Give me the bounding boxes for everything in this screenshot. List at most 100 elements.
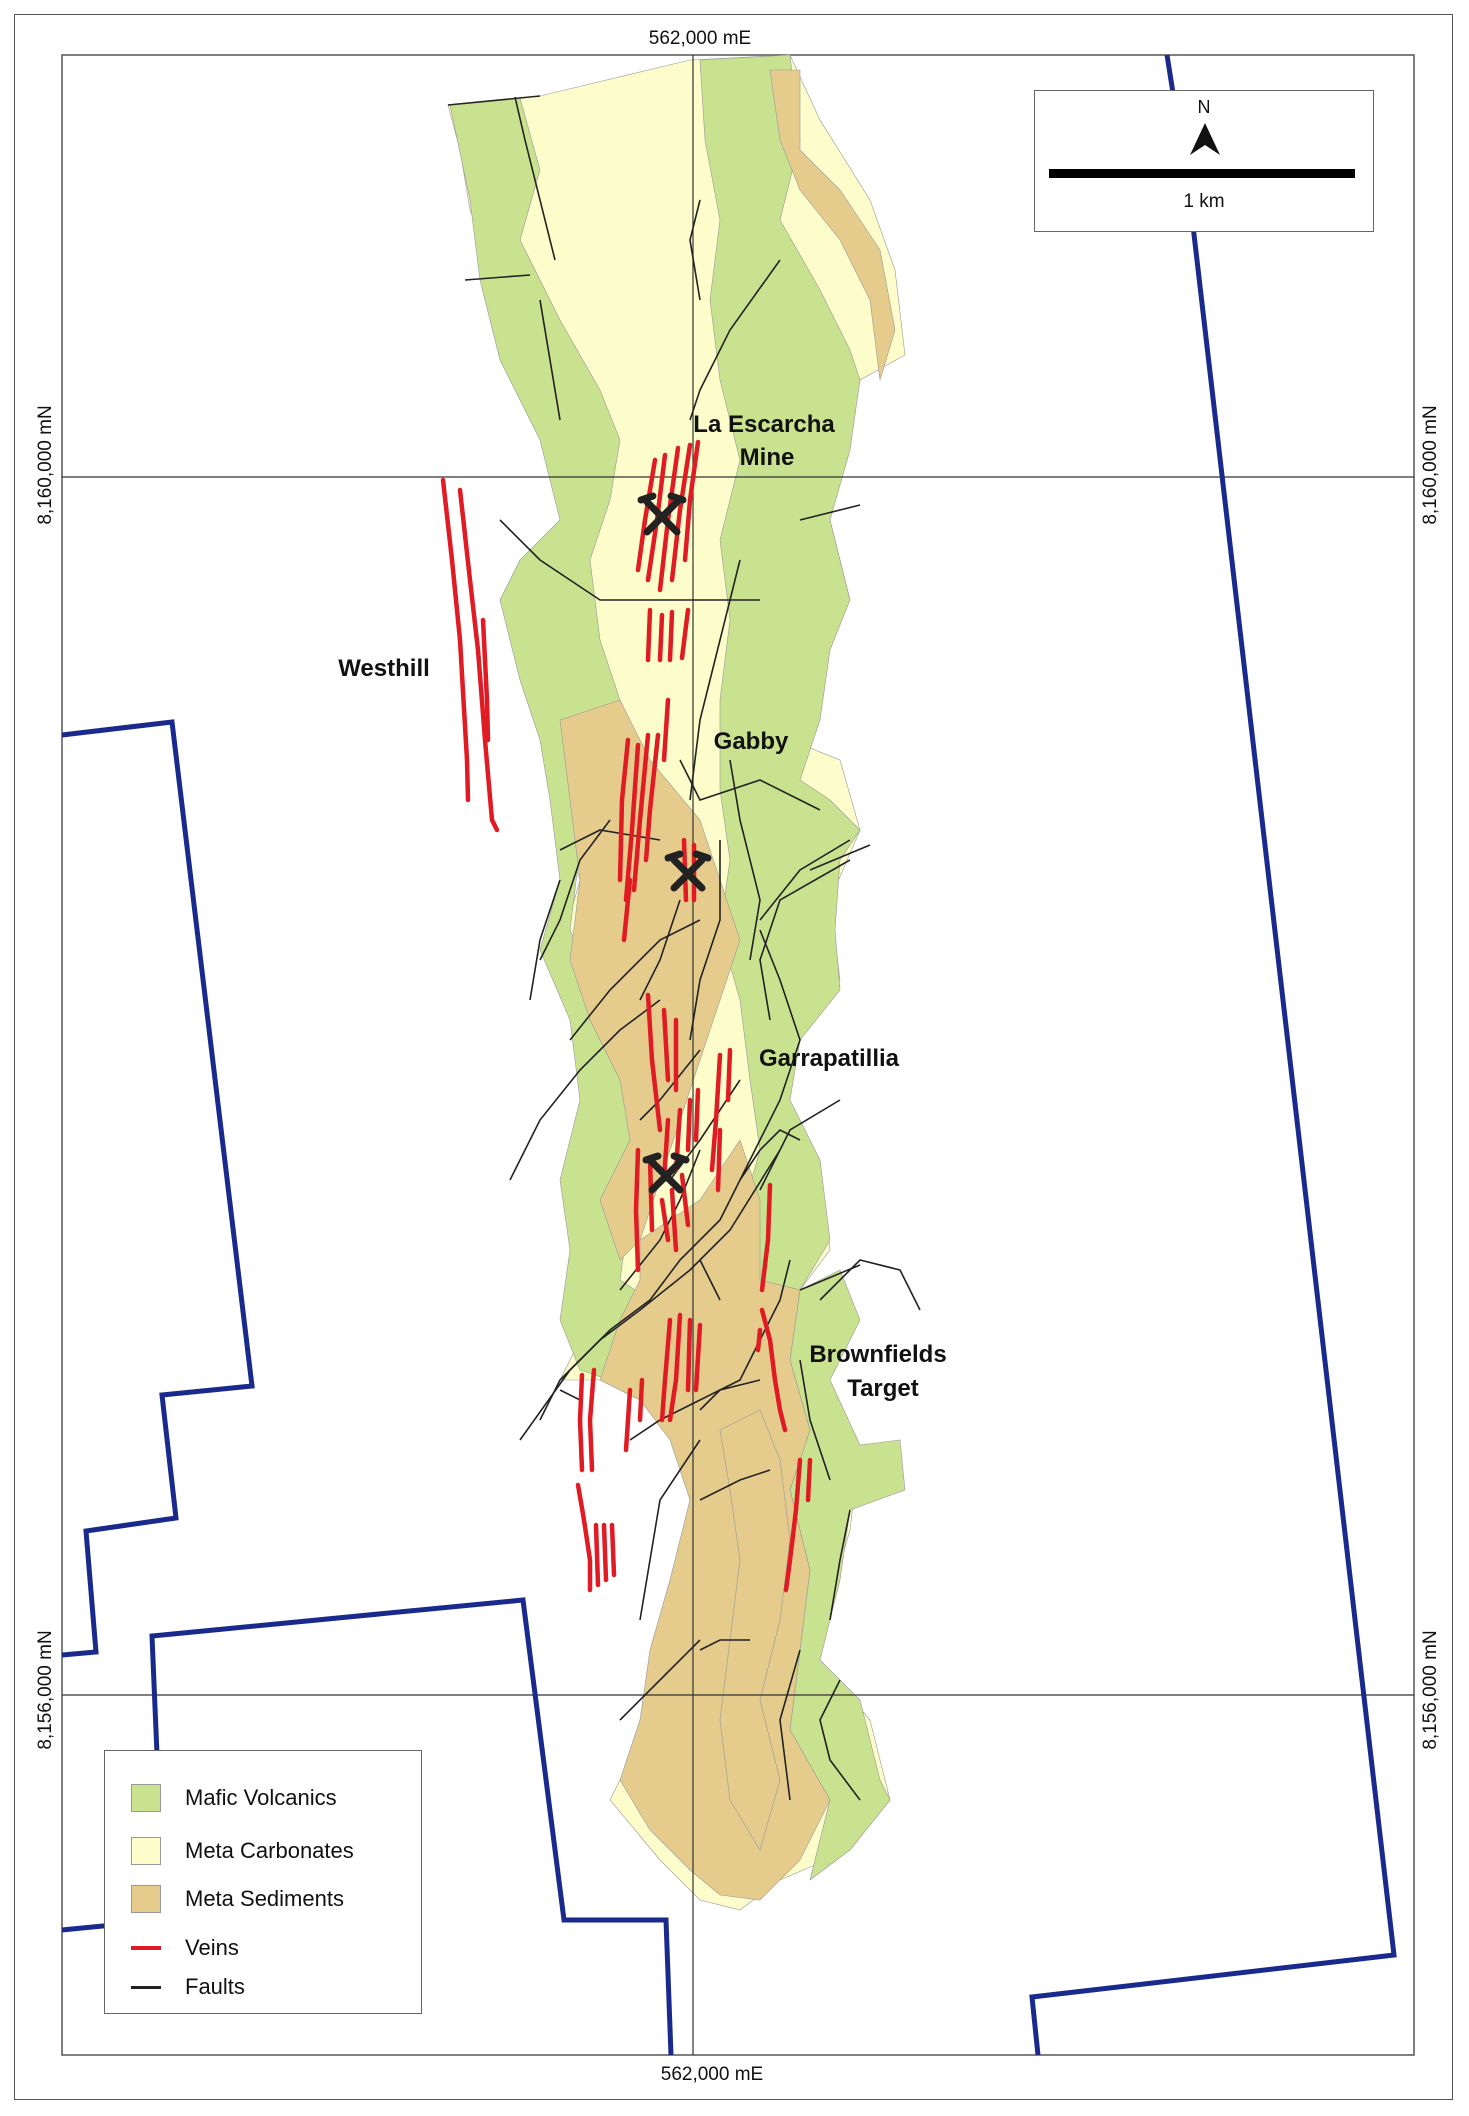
- vein: [693, 1322, 703, 1393]
- label-westhill[interactable]: Westhill: [338, 655, 430, 682]
- grid-label-northing-south-right: 8,156,000 mN: [1420, 1630, 1441, 1749]
- vein: [645, 992, 663, 1133]
- label-brownfields-line1[interactable]: Brownfields: [809, 1341, 946, 1368]
- fault: [569, 919, 701, 1041]
- vein: [759, 1307, 788, 1433]
- legend-swatch: [131, 1837, 161, 1865]
- fault: [689, 840, 721, 1041]
- vein: [667, 609, 675, 663]
- grid-label-northing-south-left: 8,156,000 mN: [35, 1630, 56, 1749]
- meta-sediments-lower: [719, 1409, 791, 1851]
- legend-swatch: [131, 1784, 161, 1812]
- mine-symbols[interactable]: [637, 492, 712, 1194]
- vein: [667, 1312, 683, 1423]
- vein: [577, 1372, 585, 1473]
- fault: [729, 759, 761, 961]
- fault: [619, 1639, 701, 1721]
- fault: [829, 1509, 851, 1621]
- vein: [645, 607, 653, 663]
- legend-label: Meta Carbonates: [185, 1838, 354, 1863]
- grid-label-easting-top: 562,000 mE: [649, 28, 751, 49]
- vein: [623, 1387, 633, 1453]
- label-brownfields-line2[interactable]: Target: [847, 1375, 919, 1402]
- fault: [689, 559, 741, 801]
- label-garrapatillia[interactable]: Garrapatillia: [759, 1045, 900, 1072]
- vein: [440, 477, 471, 803]
- mafic-volcanics-east: [699, 54, 861, 1291]
- legend-label: Veins: [185, 1935, 239, 1960]
- fault: [819, 1679, 861, 1801]
- fault: [464, 274, 531, 281]
- vein: [661, 1007, 671, 1083]
- vein: [593, 1522, 601, 1588]
- legend-label: Faults: [185, 1974, 245, 1999]
- label-gabby[interactable]: Gabby: [714, 728, 789, 755]
- legend-line-faults: [131, 1985, 161, 1989]
- fault: [699, 1259, 721, 1301]
- meta-sediments-north: [769, 69, 896, 381]
- north-label: N: [1197, 97, 1211, 117]
- vein: [715, 1127, 723, 1193]
- label-la-escarcha-line1[interactable]: La Escarcha: [693, 411, 835, 438]
- fault: [539, 299, 561, 421]
- place-labels: La Escarcha Mine Westhill Gabby Garrapat…: [338, 411, 946, 1402]
- fault: [819, 1259, 921, 1311]
- vein: [637, 1377, 645, 1423]
- fault: [759, 859, 851, 1021]
- vein: [805, 1457, 813, 1503]
- grid-label-northing-north-left: 8,160,000 mN: [35, 405, 56, 524]
- vein: [685, 1317, 693, 1393]
- legend-label: Meta Sediments: [185, 1886, 344, 1911]
- legend-swatch: [131, 1885, 161, 1913]
- fault: [799, 504, 861, 521]
- vein: [601, 1522, 609, 1583]
- vein: [755, 1327, 763, 1353]
- vein: [669, 442, 693, 583]
- fault: [539, 1149, 781, 1421]
- vein: [682, 439, 701, 563]
- fault-lines: [447, 95, 921, 1801]
- legend-item-faults: Faults: [131, 1970, 245, 2004]
- vein: [643, 732, 661, 863]
- map-frame: [61, 54, 1415, 2056]
- vein: [633, 1147, 641, 1273]
- vein: [661, 697, 671, 763]
- fault: [689, 199, 701, 301]
- fault: [699, 1639, 750, 1651]
- fault: [639, 1049, 701, 1121]
- legend-line-veins: [131, 1946, 161, 1950]
- map-legend: Mafic Volcanics Meta Carbonates Meta Sed…: [104, 1750, 422, 2014]
- mine-symbol-gabby[interactable]: [664, 850, 712, 892]
- vein: [759, 1182, 773, 1293]
- fault: [779, 1649, 801, 1801]
- mine-symbol-la-escarcha[interactable]: [637, 492, 687, 536]
- fault: [499, 519, 760, 601]
- vein: [480, 617, 491, 743]
- vein: [631, 732, 651, 893]
- label-la-escarcha-line2[interactable]: Mine: [740, 444, 795, 471]
- fault: [799, 1359, 831, 1481]
- vein: [587, 1367, 597, 1473]
- grid-label-easting-bottom: 562,000 mE: [661, 2064, 763, 2085]
- fault: [759, 839, 851, 921]
- coordinate-grid: [62, 55, 1414, 2055]
- fault: [529, 879, 561, 1001]
- vein: [659, 1317, 673, 1423]
- grid-label-northing-north-right: 8,160,000 mN: [1420, 405, 1441, 524]
- fault: [809, 844, 871, 871]
- vein: [457, 487, 500, 833]
- mine-symbol-garrapatillia[interactable]: [642, 1152, 690, 1194]
- fault: [699, 1469, 771, 1501]
- grid-labels: 562,000 mE 562,000 mE 8,160,000 mN 8,160…: [35, 28, 1441, 2085]
- vein-lines: [440, 439, 813, 1593]
- geology-units: [447, 54, 906, 1911]
- vein: [693, 1087, 701, 1143]
- vein: [679, 1172, 691, 1228]
- vein: [709, 1052, 723, 1173]
- legend-item-meta-carbonates: Meta Carbonates: [131, 1834, 354, 1868]
- fault: [699, 1379, 761, 1411]
- tenement-boundary-east: [1029, 54, 1397, 2056]
- north-arrow-icon: [1190, 123, 1220, 155]
- vein: [657, 612, 665, 663]
